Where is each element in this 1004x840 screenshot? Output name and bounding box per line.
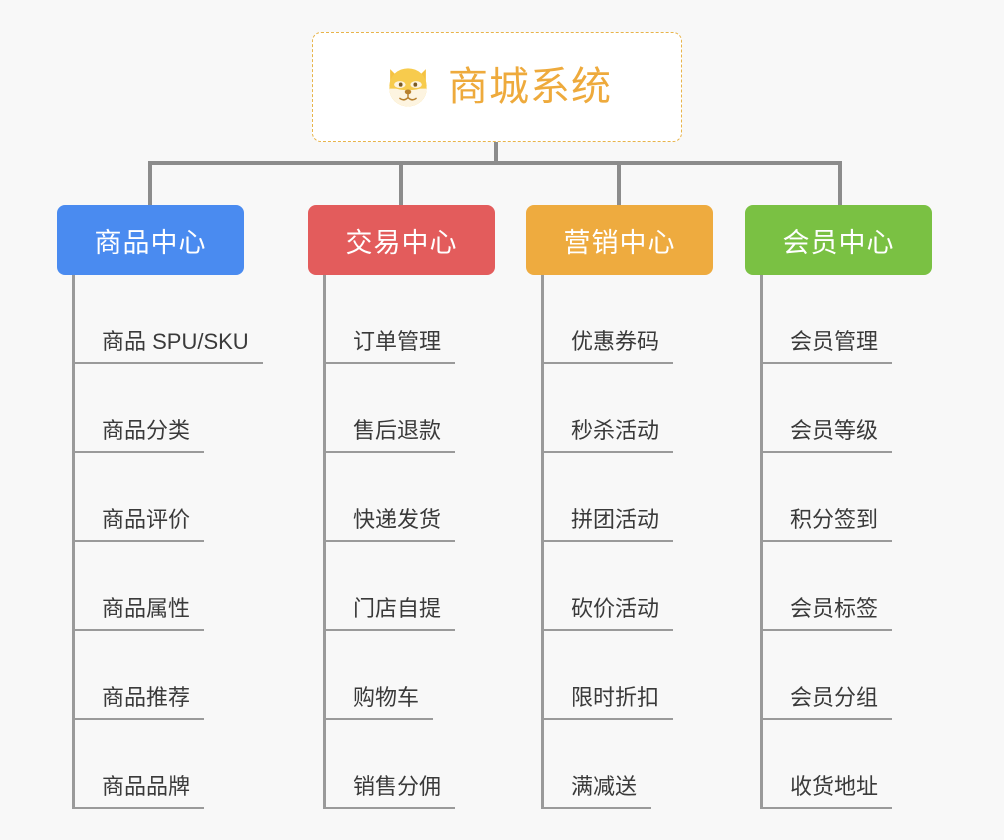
list-item-label: 满减送 [571, 773, 638, 799]
list-item-label: 优惠券码 [571, 328, 660, 354]
list-item-label: 商品品牌 [102, 773, 191, 799]
root-node-商城系统[interactable]: 商城系统 [312, 32, 682, 142]
list-item[interactable]: 商品 SPU/SKU [72, 275, 263, 364]
branch-column-4: 会员中心 会员管理 会员等级 积分签到 会员标签 会员分组 收货地址 [745, 205, 932, 809]
list-item[interactable]: 砍价活动 [541, 542, 713, 631]
connector-drop-2 [399, 161, 403, 205]
list-item-label: 商品属性 [102, 595, 191, 621]
list-item-label: 商品 SPU/SKU [102, 328, 249, 354]
connector-drop-3 [617, 161, 621, 205]
list-item[interactable]: 优惠券码 [541, 275, 713, 364]
list-item[interactable]: 会员等级 [760, 364, 932, 453]
spine-4 [760, 275, 763, 809]
list-item[interactable]: 商品评价 [72, 453, 244, 542]
connector-root-vertical [494, 142, 498, 163]
list-item-label: 商品分类 [102, 417, 191, 443]
list-item[interactable]: 限时折扣 [541, 631, 713, 720]
branch-column-3: 营销中心 优惠券码 秒杀活动 拼团活动 砍价活动 限时折扣 满减送 [526, 205, 713, 809]
list-item[interactable]: 秒杀活动 [541, 364, 713, 453]
leaf-list-3: 优惠券码 秒杀活动 拼团活动 砍价活动 限时折扣 满减送 [526, 275, 713, 809]
list-item-label: 商品评价 [102, 506, 191, 532]
list-item-label: 收货地址 [790, 773, 879, 799]
list-item-label: 购物车 [353, 684, 420, 710]
connector-drop-1 [148, 161, 152, 205]
list-item[interactable]: 商品推荐 [72, 631, 244, 720]
branch-column-2: 交易中心 订单管理 售后退款 快递发货 门店自提 购物车 销售分佣 [308, 205, 495, 809]
list-item[interactable]: 会员管理 [760, 275, 932, 364]
list-item-label: 限时折扣 [571, 684, 660, 710]
list-item[interactable]: 订单管理 [323, 275, 495, 364]
list-item[interactable]: 购物车 [323, 631, 495, 720]
list-item[interactable]: 满减送 [541, 720, 713, 809]
list-item[interactable]: 会员分组 [760, 631, 932, 720]
category-box-4[interactable]: 会员中心 [745, 205, 932, 275]
list-item[interactable]: 售后退款 [323, 364, 495, 453]
list-item[interactable]: 商品属性 [72, 542, 244, 631]
list-item[interactable]: 积分签到 [760, 453, 932, 542]
list-item-label: 会员管理 [790, 328, 879, 354]
leaf-list-2: 订单管理 售后退款 快递发货 门店自提 购物车 销售分佣 [308, 275, 495, 809]
list-item-label: 拼团活动 [571, 506, 660, 532]
list-item-label: 商品推荐 [102, 684, 191, 710]
list-item-label: 会员分组 [790, 684, 879, 710]
list-item[interactable]: 收货地址 [760, 720, 932, 809]
shiba-dog-face-icon [389, 68, 427, 107]
list-item-label: 会员等级 [790, 417, 879, 443]
list-item[interactable]: 会员标签 [760, 542, 932, 631]
connector-drop-4 [838, 161, 842, 205]
list-item-label: 会员标签 [790, 595, 879, 621]
list-item[interactable]: 拼团活动 [541, 453, 713, 542]
list-item-label: 门店自提 [353, 595, 442, 621]
list-item-label: 销售分佣 [353, 773, 442, 799]
list-item-label: 秒杀活动 [571, 417, 660, 443]
list-item[interactable]: 商品品牌 [72, 720, 244, 809]
spine-1 [72, 275, 75, 809]
category-box-1[interactable]: 商品中心 [57, 205, 244, 275]
spine-2 [323, 275, 326, 809]
leaf-list-4: 会员管理 会员等级 积分签到 会员标签 会员分组 收货地址 [745, 275, 932, 809]
branch-column-1: 商品中心 商品 SPU/SKU 商品分类 商品评价 商品属性 商品推荐 商品品牌 [57, 205, 263, 809]
list-item-label: 积分签到 [790, 506, 879, 532]
list-item[interactable]: 商品分类 [72, 364, 244, 453]
root-title: 商城系统 [448, 65, 612, 109]
list-item[interactable]: 快递发货 [323, 453, 495, 542]
category-box-3[interactable]: 营销中心 [526, 205, 713, 275]
list-item-label: 订单管理 [353, 328, 442, 354]
list-item[interactable]: 门店自提 [323, 542, 495, 631]
connector-horizontal-bus [148, 161, 842, 165]
list-item-label: 砍价活动 [571, 595, 660, 621]
list-item[interactable]: 销售分佣 [323, 720, 495, 809]
list-item-label: 快递发货 [353, 506, 442, 532]
list-item-label: 售后退款 [353, 417, 442, 443]
spine-3 [541, 275, 544, 809]
leaf-list-1: 商品 SPU/SKU 商品分类 商品评价 商品属性 商品推荐 商品品牌 [57, 275, 263, 809]
category-box-2[interactable]: 交易中心 [308, 205, 495, 275]
